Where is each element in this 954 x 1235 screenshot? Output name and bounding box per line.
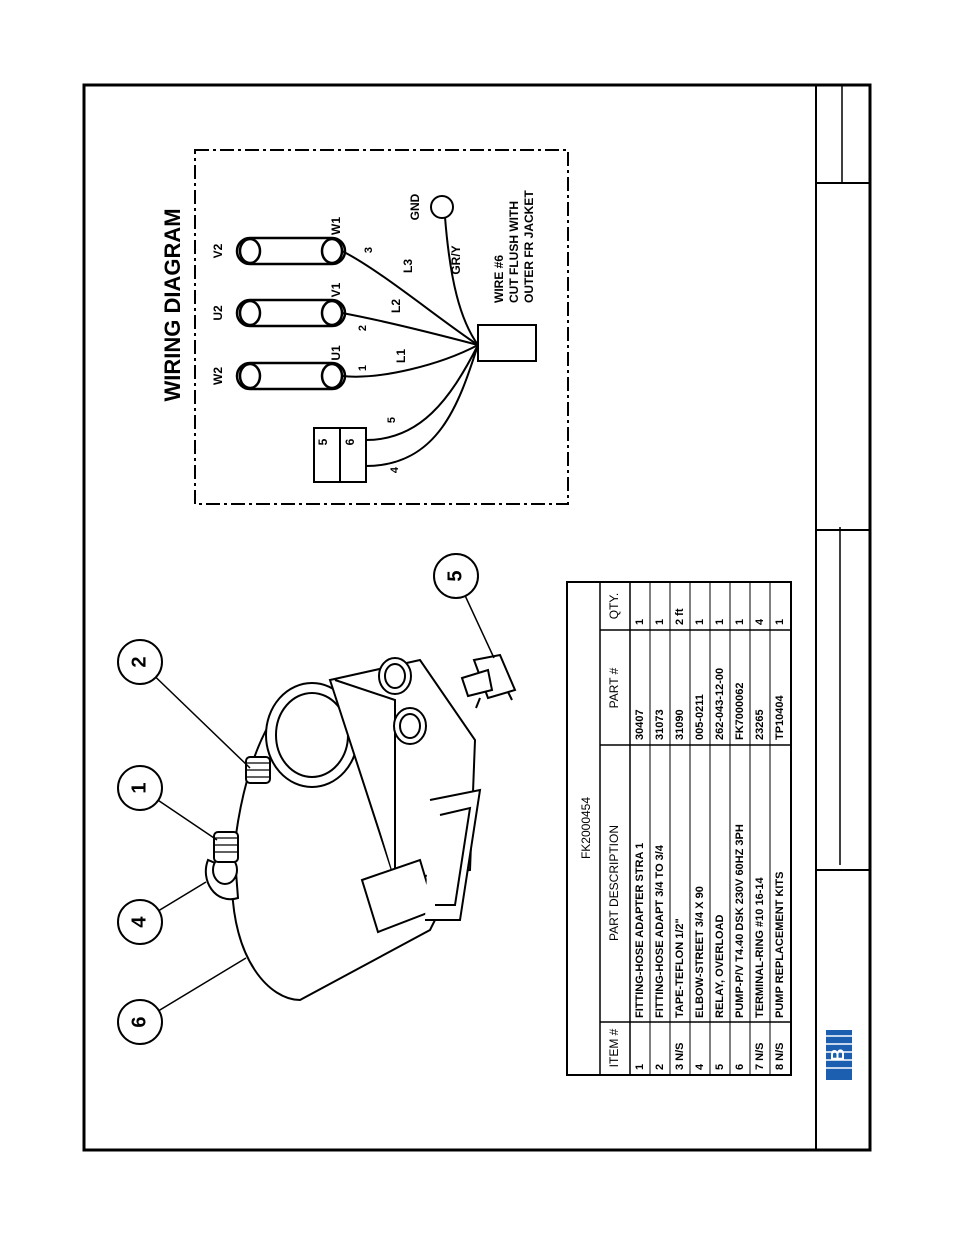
cell-qty: 1 — [714, 619, 726, 625]
wire-number-3: 3 — [363, 247, 375, 253]
cable-jacket-box — [477, 324, 537, 362]
wiring-diagram-title: WIRING DIAGRAM — [160, 208, 185, 401]
hose-adapter-straight — [213, 831, 239, 863]
logo-letter: B — [828, 1049, 848, 1062]
cell-description: FITTING-HOSE ADAPT 3/4 TO 3/4 — [654, 844, 666, 1018]
callout-balloons — [117, 553, 479, 1045]
wiring-diagram: WIRING DIAGRAM W2 U2 V2 U1 V1 W1 — [160, 149, 569, 505]
terminal-label-v2: V2 — [211, 243, 225, 258]
cell-qty: 1 — [734, 619, 746, 625]
table-row: 8 N/S PUMP REPLACEMENT KITS TP10404 1 — [774, 619, 786, 1070]
wire-number-5: 5 — [386, 417, 398, 423]
table-row: 4 ELBOW-STREET 3/4 X 90 005-0211 1 — [694, 619, 706, 1070]
terminal-label-v1: V1 — [329, 282, 343, 297]
callout-6: 6 — [128, 1016, 150, 1027]
cell-part-number: 005-0211 — [694, 694, 706, 740]
wire-note-line-1: WIRE #6 — [492, 255, 506, 303]
pump-base — [425, 788, 482, 921]
callout-4: 4 — [128, 916, 150, 928]
cell-qty: 1 — [654, 619, 666, 625]
table-row: 3 N/S TAPE-TEFLON 1/2" 31090 2 ft — [674, 608, 686, 1070]
relay-terminal-5: 5 — [316, 438, 330, 445]
header-item: ITEM # — [607, 1028, 621, 1067]
winding-loops — [235, 236, 347, 391]
relay-terminal-6: 6 — [343, 438, 357, 445]
cell-qty: 1 — [634, 619, 646, 625]
cell-part-number: 31090 — [674, 709, 686, 740]
line-label-l2: L2 — [389, 299, 403, 313]
parts-table-title: FK2000454 — [579, 797, 593, 859]
ground-label: GND — [408, 193, 422, 220]
cell-description: FITTING-HOSE ADAPTER STRA 1 — [634, 843, 646, 1018]
callout-1: 1 — [128, 782, 150, 793]
table-row: 7 N/S TERMINAL-RING #10 16-14 23265 4 — [754, 618, 766, 1070]
cell-part-number: TP10404 — [774, 694, 786, 740]
cell-qty: 1 — [774, 619, 786, 625]
table-row: 5 RELAY, OVERLOAD 262-043-12-00 1 — [714, 619, 726, 1070]
terminal-label-w1: W1 — [329, 217, 343, 235]
callout-5: 5 — [444, 570, 466, 581]
cell-description: ELBOW-STREET 3/4 X 90 — [694, 886, 706, 1018]
company-logo: B — [826, 1030, 852, 1080]
line-label-l3: L3 — [401, 259, 415, 273]
terminal-label-u1: U1 — [329, 345, 343, 361]
cell-item: 7 N/S — [754, 1042, 766, 1070]
terminal-label-u2: U2 — [211, 305, 225, 321]
cell-item: 1 — [634, 1064, 646, 1070]
ground-terminal-icon — [430, 195, 454, 219]
cell-part-number: 23265 — [754, 709, 766, 740]
header-description: PART DESCRIPTION — [607, 825, 621, 941]
wire-number-1: 1 — [357, 365, 369, 371]
cell-item: 8 N/S — [774, 1042, 786, 1070]
drawing-border — [82, 83, 872, 1152]
cell-item: 6 — [734, 1064, 746, 1070]
cell-part-number: FK7000062 — [734, 683, 746, 741]
wire-note-line-2: CUT FLUSH WITH — [507, 201, 521, 303]
cell-qty: 4 — [754, 618, 766, 625]
wiring-diagram-frame — [194, 149, 569, 505]
cell-description: TERMINAL-RING #10 16-14 — [754, 877, 766, 1018]
callout-2: 2 — [128, 656, 150, 667]
table-row: 6 PUMP-P/V T4.40 DSK 230V 60HZ 3PH FK70000… — [734, 619, 746, 1070]
parts-table: FK2000454 ITEM # PART DESCRIPTION PART #… — [566, 581, 792, 1076]
cell-description: RELAY, OVERLOAD — [714, 914, 726, 1018]
cell-description: TAPE-TEFLON 1/2" — [674, 918, 686, 1018]
wire-number-4: 4 — [389, 466, 401, 473]
cell-description: PUMP-P/V T4.40 DSK 230V 60HZ 3PH — [734, 824, 746, 1018]
terminal-label-w2: W2 — [211, 367, 225, 385]
cell-item: 4 — [694, 1063, 706, 1070]
pump-illustration — [204, 657, 482, 1002]
cell-description: PUMP REPLACEMENT KITS — [774, 872, 786, 1018]
relay-terminal-block — [313, 427, 367, 483]
cell-item: 2 — [654, 1064, 666, 1070]
title-block — [815, 85, 870, 1150]
header-qty: QTY. — [607, 593, 621, 619]
cell-part-number: 262-043-12-00 — [714, 668, 726, 740]
header-part-number: PART # — [607, 667, 621, 708]
overload-relay-illustration — [460, 653, 517, 709]
ground-wire-label: GR/Y — [449, 245, 463, 274]
cell-part-number: 31073 — [654, 709, 666, 740]
wires — [341, 216, 479, 467]
cell-item: 5 — [714, 1064, 726, 1070]
line-label-l1: L1 — [394, 349, 408, 363]
table-row: 2 FITTING-HOSE ADAPT 3/4 TO 3/4 31073 1 — [654, 619, 666, 1070]
cell-qty: 2 ft — [674, 608, 686, 625]
cell-item: 3 N/S — [674, 1042, 686, 1070]
cell-qty: 1 — [694, 619, 706, 625]
wire-number-2: 2 — [357, 325, 369, 331]
cell-part-number: 30407 — [634, 709, 646, 740]
wire-note-line-3: OUTER FR JACKET — [522, 190, 536, 303]
